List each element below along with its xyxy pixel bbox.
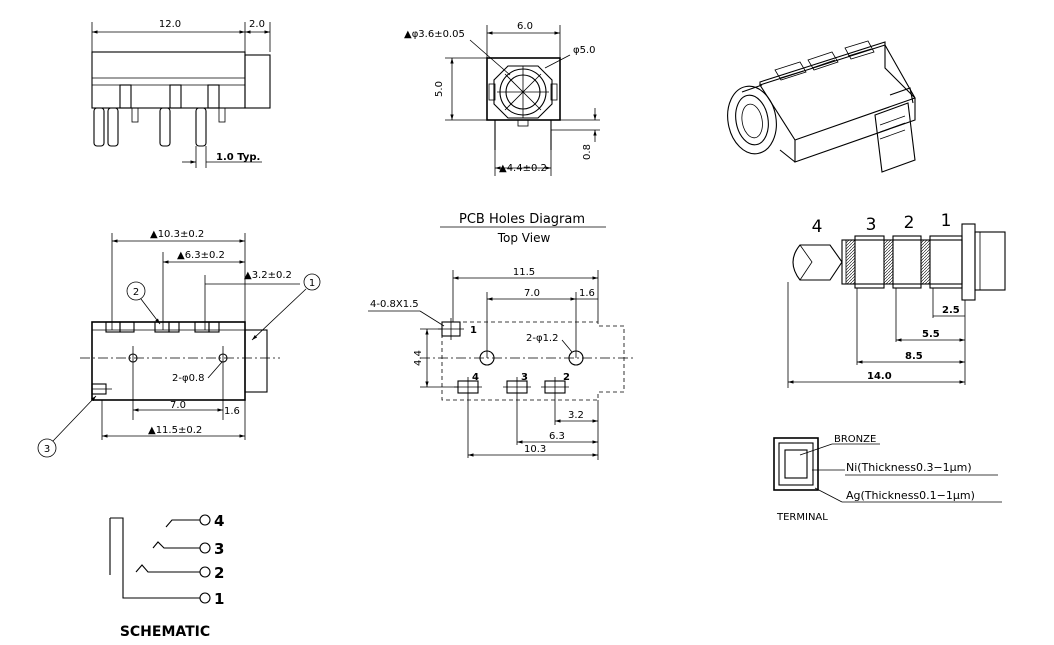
bottom-dim-d: 7.0 xyxy=(170,400,186,411)
schematic: 4 3 2 1 SCHEMATIC xyxy=(109,512,224,640)
pcb-hole-label: 2-φ1.2 xyxy=(526,333,558,344)
terminal-bronze: BRONZE xyxy=(834,434,876,445)
pcb-dim-70: 7.0 xyxy=(524,288,540,299)
front-dim-hole: ▲φ3.6±0.05 xyxy=(404,29,465,40)
plug-dim-140: 14.0 xyxy=(867,371,892,382)
bottom-dim-c: ▲3.2±0.2 xyxy=(244,270,292,281)
plug-view: 4 3 2 1 2.5 5.5 8.5 14.0 xyxy=(787,211,1006,388)
schematic-pin-1: 1 xyxy=(214,590,224,608)
pcb-pin-2: 2 xyxy=(563,372,570,383)
terminal-ag: Ag(Thickness0.1−1μm) xyxy=(846,489,975,502)
pcb-title: PCB Holes Diagram xyxy=(459,212,585,227)
pcb-pin-1: 1 xyxy=(470,325,477,336)
plug-contact-4: 4 xyxy=(812,217,823,237)
front-dim-top: 6.0 xyxy=(517,21,533,32)
bottom-dim-f: ▲11.5±0.2 xyxy=(148,425,202,436)
plug-contact-1: 1 xyxy=(941,211,952,231)
pcb-holes-diagram: PCB Holes Diagram Top View 11.5 7.0 1.6 … xyxy=(368,212,634,460)
bottom-dim-a: ▲10.3±0.2 xyxy=(150,229,204,240)
terminal-cross-section: BRONZE Ni(Thickness0.3−1μm) Ag(Thickness… xyxy=(773,434,1002,523)
schematic-pin-4: 4 xyxy=(214,512,224,530)
pcb-dim-32: 3.2 xyxy=(568,410,584,421)
bottom-dim-b: ▲6.3±0.2 xyxy=(177,250,225,261)
pcb-dim-115: 11.5 xyxy=(513,267,535,278)
bottom-dim-e: 1.6 xyxy=(224,406,240,417)
pcb-dim-63: 6.3 xyxy=(549,431,565,442)
side-dim-front: 2.0 xyxy=(249,19,265,30)
side-dim-pin: 1.0 Typ. xyxy=(216,152,260,163)
schematic-pin-2: 2 xyxy=(214,564,224,582)
front-dim-outer: φ5.0 xyxy=(573,45,596,56)
bottom-marker-1: 1 xyxy=(309,278,315,289)
front-dim-height: 5.0 xyxy=(434,81,445,97)
front-dim-pin-len: 0.8 xyxy=(582,144,593,160)
plug-contact-2: 2 xyxy=(904,213,915,233)
front-view: 6.0 ▲φ3.6±0.05 φ5.0 5.0 ▲4.4±0.2 0.8 xyxy=(404,21,600,176)
schematic-pin-3: 3 xyxy=(214,540,224,558)
plug-dim-25: 2.5 xyxy=(942,305,960,316)
side-view: 12.0 2.0 1.0 Typ. xyxy=(91,19,271,168)
pcb-slot-label: 4-0.8X1.5 xyxy=(370,299,419,310)
terminal-ni: Ni(Thickness0.3−1μm) xyxy=(846,461,972,474)
front-dim-pins: ▲4.4±0.2 xyxy=(499,163,547,174)
pcb-pin-4: 4 xyxy=(472,372,479,383)
side-dim-width: 12.0 xyxy=(159,19,181,30)
bottom-view: ▲10.3±0.2 ▲6.3±0.2 ▲3.2±0.2 7.0 1.6 ▲11.… xyxy=(37,229,321,458)
schematic-caption: SCHEMATIC xyxy=(120,624,210,640)
pcb-subtitle: Top View xyxy=(497,231,551,245)
pcb-pin-3: 3 xyxy=(521,372,528,383)
plug-dim-55: 5.5 xyxy=(922,329,940,340)
pcb-dim-103: 10.3 xyxy=(524,444,546,455)
plug-dim-85: 8.5 xyxy=(905,351,923,362)
isometric-view xyxy=(727,40,916,173)
pcb-dim-16: 1.6 xyxy=(579,288,595,299)
plug-contact-3: 3 xyxy=(866,215,877,235)
terminal-caption: TERMINAL xyxy=(776,512,828,523)
bottom-dim-holes: 2-φ0.8 xyxy=(172,373,204,384)
bottom-marker-3: 3 xyxy=(44,444,50,455)
bottom-marker-2: 2 xyxy=(133,287,139,298)
pcb-dim-44: 4.4 xyxy=(413,350,424,366)
